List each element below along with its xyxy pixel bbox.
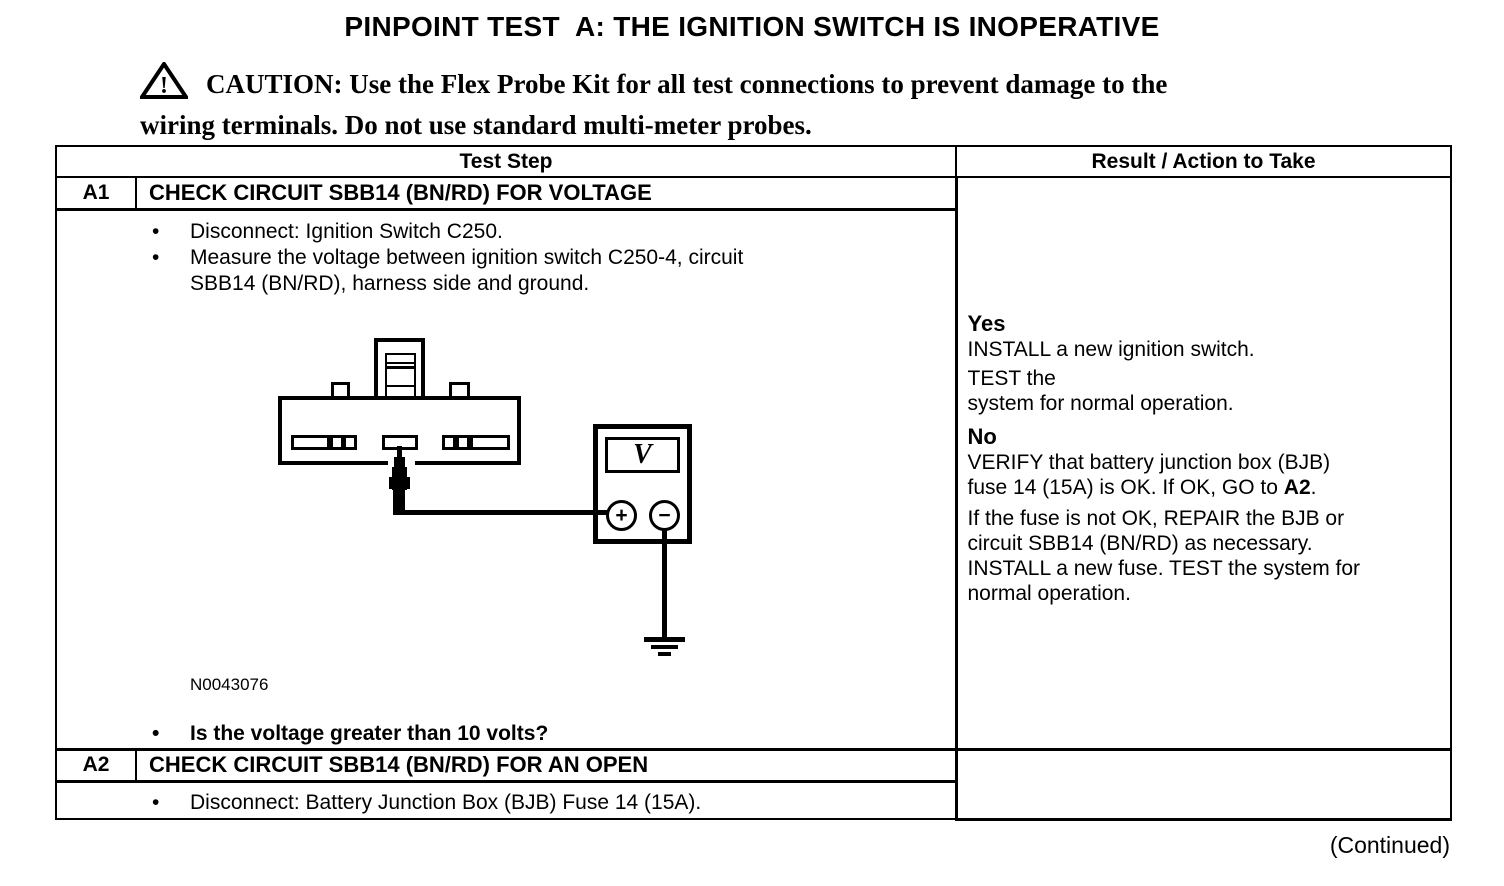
- test-probe: [389, 476, 410, 489]
- test-probe: [393, 486, 405, 514]
- test-probe: [397, 445, 402, 460]
- connector-side-tab: [331, 381, 350, 399]
- ground-symbol: [651, 644, 678, 649]
- step-title-a2: CHECK CIRCUIT SBB14 (BN/RD) FOR AN OPEN: [136, 747, 956, 783]
- result-no-text-1-post: .: [1310, 476, 1317, 500]
- connector-pin: [442, 434, 456, 450]
- instruction-text: Disconnect: Ignition Switch C250.: [190, 219, 503, 243]
- ground-symbol: [658, 651, 671, 656]
- result-no-goto-step: A2: [1283, 476, 1311, 500]
- step-body-a1: • Disconnect: Ignition Switch C250. • Me…: [56, 209, 956, 749]
- step-a1-body-row: • Disconnect: Ignition Switch C250. • Me…: [56, 209, 1451, 749]
- ground-wire: [662, 527, 667, 640]
- connector-pin: [291, 434, 330, 450]
- page-title: PINPOINT TEST A: THE IGNITION SWITCH IS …: [344, 11, 1160, 42]
- connector-lock-tab-line: [386, 365, 415, 369]
- decision-question: • Is the voltage greater than 10 volts?: [57, 721, 955, 747]
- result-no-text-1-pre: VERIFY that battery junction box (BJB) f…: [967, 451, 1331, 500]
- result-yes-text-1: INSTALL a new ignition switch.: [967, 338, 1255, 362]
- connector-lock-tab: [374, 337, 425, 400]
- step-id-a1: A1: [56, 177, 137, 211]
- result-yes-text-2: TEST the system for normal operation.: [967, 367, 1234, 416]
- voltmeter-display: V: [605, 436, 680, 473]
- instruction-text: Disconnect: Battery Junction Box (BJB) F…: [190, 790, 702, 814]
- voltmeter: [593, 423, 692, 544]
- minus-icon: −: [658, 503, 671, 527]
- connector-lock-tab-inner: [385, 352, 416, 398]
- decision-question-text: Is the voltage greater than 10 volts?: [190, 721, 549, 745]
- instruction-item: • Disconnect: Ignition Switch C250.: [57, 219, 955, 245]
- step-a2-body-row: • Disconnect: Battery Junction Box (BJB)…: [56, 781, 1451, 819]
- step-title-a1: CHECK CIRCUIT SBB14 (BN/RD) FOR VOLTAGE: [136, 177, 956, 211]
- instruction-item: • Disconnect: Battery Junction Box (BJB)…: [57, 790, 955, 816]
- step-body-a2: • Disconnect: Battery Junction Box (BJB)…: [56, 781, 956, 819]
- caution-note: ! CAUTION: Use the Flex Probe Kit for al…: [138, 60, 1388, 142]
- result-cell-a2: [954, 747, 1451, 821]
- continued-label: (Continued): [1329, 832, 1450, 858]
- connector-lock-tab-line: [386, 361, 415, 364]
- step-a2-title-row: A2 CHECK CIRCUIT SBB14 (BN/RD) FOR AN OP…: [56, 747, 1451, 821]
- ground-symbol: [644, 636, 685, 642]
- caution-text: CAUTION: Use the Flex Probe Kit for all …: [140, 69, 1168, 140]
- step-id-a2: A2: [56, 747, 137, 783]
- instruction-item: • Measure the voltage between ignition s…: [57, 245, 955, 297]
- bullet-icon: •: [152, 790, 160, 814]
- voltmeter-label: V: [633, 438, 652, 470]
- bullet-icon: •: [152, 219, 160, 243]
- svg-text:!: !: [160, 73, 168, 99]
- connector-pin: [456, 434, 470, 450]
- test-probe: [394, 456, 405, 470]
- voltmeter-minus-terminal: −: [649, 499, 680, 531]
- connector-lock-tab-line: [386, 384, 415, 387]
- plus-icon: +: [615, 503, 628, 527]
- column-header-result: Result / Action to Take: [955, 145, 1452, 178]
- result-no-label: No: [967, 424, 997, 450]
- result-no-text-2: If the fuse is not OK, REPAIR the BJB or…: [967, 507, 1361, 606]
- warning-triangle-icon: !: [138, 60, 190, 108]
- step-a1-title-row: A1 CHECK CIRCUIT SBB14 (BN/RD) FOR VOLTA…: [56, 177, 1451, 751]
- pinpoint-test-table: Test Step Result / Action to Take A1 CHE…: [55, 145, 1452, 821]
- connector-side-tab: [449, 381, 470, 399]
- voltmeter-plus-terminal: +: [606, 499, 637, 531]
- instruction-text: Measure the voltage between ignition swi…: [190, 245, 744, 295]
- connector-pin: [330, 434, 344, 450]
- table-header-row: Test Step Result / Action to Take: [55, 145, 1452, 178]
- result-yes-label: Yes: [967, 311, 1006, 337]
- result-cell-a1: Yes INSTALL a new ignition switch. TEST …: [954, 177, 1451, 751]
- figure-id: N0043076: [190, 674, 269, 694]
- test-lead-wire: [393, 509, 626, 515]
- test-connection-diagram: V + −: [272, 331, 932, 673]
- bullet-icon: •: [152, 245, 160, 269]
- connector-pin: [343, 434, 357, 450]
- result-no-text-1: VERIFY that battery junction box (BJB) f…: [968, 450, 1447, 500]
- column-header-test-step: Test Step: [55, 145, 957, 178]
- connector-pin: [470, 434, 510, 450]
- bullet-icon: •: [152, 721, 160, 745]
